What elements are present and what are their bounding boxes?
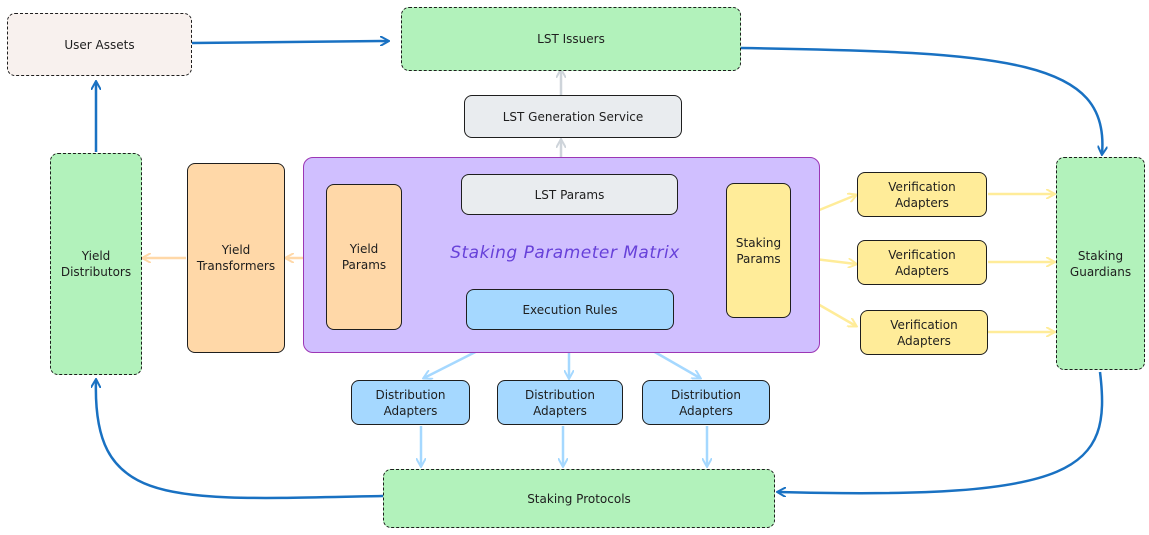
node-lst-generation-service[interactable]: LST Generation Service: [464, 95, 682, 138]
node-staking-guardians[interactable]: Staking Guardians: [1056, 157, 1145, 370]
node-distribution-adapters-3[interactable]: Distribution Adapters: [642, 380, 770, 425]
node-yield-params[interactable]: Yield Params: [326, 184, 402, 330]
matrix-title: Staking Parameter Matrix: [450, 243, 680, 263]
node-yield-transformers[interactable]: Yield Transformers: [187, 163, 285, 353]
edge-lst-issuers-to-staking-guardians: [740, 46, 1102, 154]
edge-staking-protocols-to-yield-distributors: [96, 380, 384, 500]
node-user-assets[interactable]: User Assets: [7, 13, 192, 76]
edge-staking-guardians-to-staking-protocols: [778, 371, 1104, 493]
node-verification-adapters-2[interactable]: Verification Adapters: [857, 240, 987, 285]
node-verification-adapters-1[interactable]: Verification Adapters: [857, 172, 987, 217]
node-staking-protocols[interactable]: Staking Protocols: [383, 469, 775, 528]
node-lst-issuers[interactable]: LST Issuers: [401, 7, 741, 71]
edge-user-assets-to-lst-issuers: [191, 41, 388, 43]
node-verification-adapters-3[interactable]: Verification Adapters: [860, 310, 988, 355]
node-distribution-adapters-2[interactable]: Distribution Adapters: [497, 380, 623, 425]
node-staking-params[interactable]: Staking Params: [726, 183, 791, 318]
node-distribution-adapters-1[interactable]: Distribution Adapters: [351, 380, 470, 425]
node-lst-params[interactable]: LST Params: [461, 174, 678, 215]
node-execution-rules[interactable]: Execution Rules: [466, 289, 674, 330]
node-yield-distributors[interactable]: Yield Distributors: [50, 153, 142, 375]
